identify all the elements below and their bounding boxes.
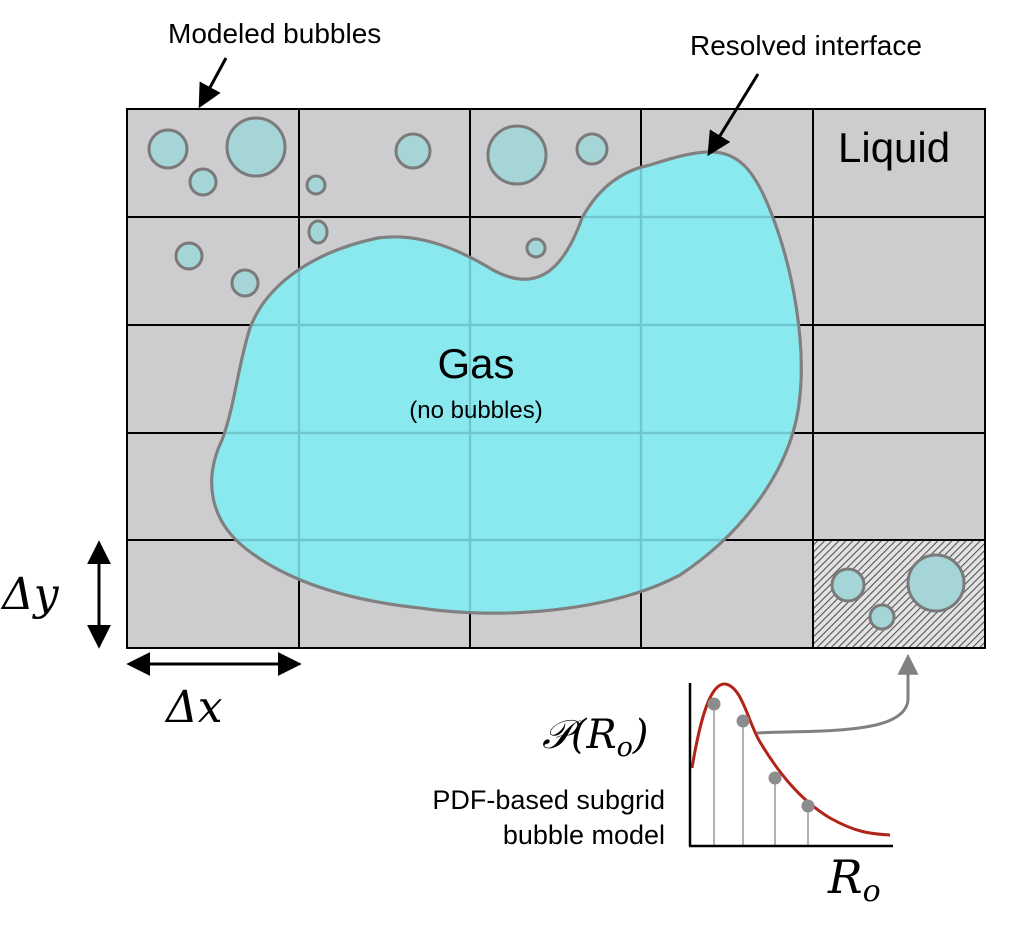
gas-sublabel: (no bubbles) (409, 397, 542, 424)
pdf-point (801, 799, 815, 813)
bubble (230, 268, 260, 298)
gas-outline (210, 150, 803, 615)
pdf-point (707, 697, 721, 711)
bubble (394, 132, 432, 170)
bubble (147, 128, 189, 170)
bubble (225, 116, 287, 178)
arrow-down-left-icon (198, 57, 228, 109)
delta-x-label: Δx (164, 682, 223, 733)
delta-y-label: Δy (0, 569, 60, 620)
bubble (830, 567, 866, 603)
pdf-point (736, 714, 750, 728)
pdf-symbol-label: 𝒫(Ro) (542, 712, 648, 763)
modeled-bubbles (147, 116, 966, 631)
gas-label: Gas (437, 340, 514, 387)
model-label-line1: PDF-based subgrid (432, 785, 665, 815)
pdf-point (768, 771, 782, 785)
resolved-interface-label: Resolved interface (690, 30, 922, 61)
model-label-line2: bubble model (503, 820, 665, 850)
bubble (174, 241, 204, 271)
bubble (906, 553, 966, 613)
bubble (868, 603, 896, 631)
pdf-plot (688, 682, 893, 848)
bubble (525, 237, 547, 259)
bubble (305, 174, 327, 196)
bubble (486, 124, 548, 186)
bubble (307, 219, 329, 245)
curved-arrow-up-icon (756, 653, 919, 735)
liquid-label: Liquid (838, 124, 950, 171)
modeled-bubbles-label: Modeled bubbles (168, 18, 381, 49)
pdf-curve (690, 682, 891, 837)
bubble (575, 132, 609, 166)
bubble (188, 167, 218, 197)
arrow-down-left-icon (707, 73, 760, 157)
r-axis-label: Ro (827, 850, 881, 909)
